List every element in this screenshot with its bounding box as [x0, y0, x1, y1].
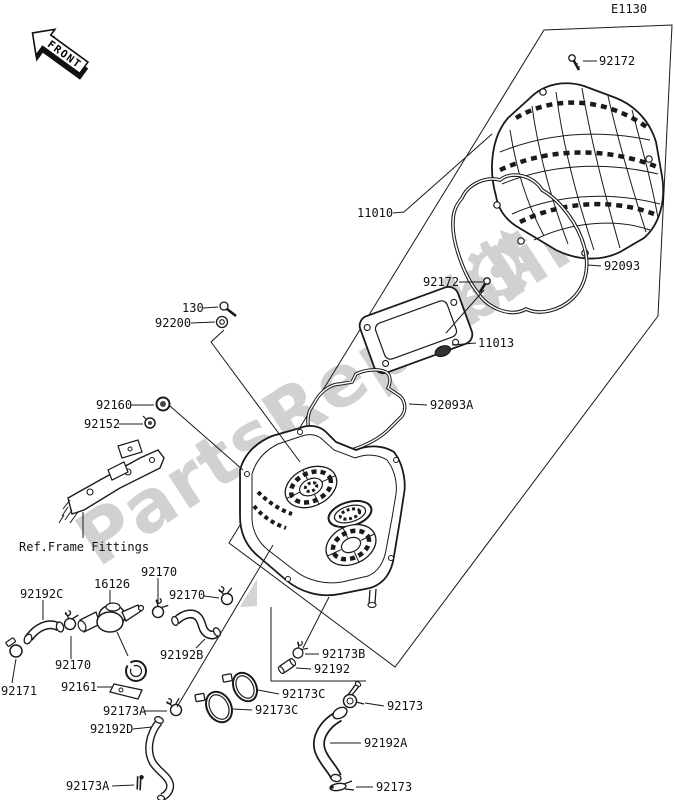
label-130: 130: [182, 301, 204, 315]
label-92200: 92200: [155, 316, 191, 330]
label-92173B: 92173B: [322, 647, 365, 661]
part-air-filter-element: [358, 285, 474, 375]
screw-cover-icon: [568, 54, 581, 71]
label-92170-top: 92170: [141, 565, 177, 579]
clamp-92170-right-icon: [217, 583, 236, 607]
watermark-fragment: [240, 579, 257, 607]
label-92170-left: 92170: [55, 658, 91, 672]
label-11010: 11010: [357, 206, 393, 220]
clamp-92173C-lower-icon: [194, 690, 233, 724]
label-92152: 92152: [84, 417, 120, 431]
clamp-92173B-icon: [290, 639, 311, 662]
clamp-92170-top-icon: [149, 596, 171, 621]
label-92173-bottom: 92173: [376, 780, 412, 794]
clip-icon: [142, 415, 156, 429]
clamp-92173-right-icon: [342, 680, 365, 709]
part-check-valve: [77, 602, 145, 633]
label-92192A: 92192A: [364, 736, 408, 750]
part-hose-92192D: [145, 716, 175, 800]
washer-icon: [215, 315, 229, 329]
label-92172-top: 92172: [599, 54, 635, 68]
part-air-cleaner-housing: [239, 425, 406, 609]
clamp-92173-bottom-icon: [329, 780, 355, 792]
front-arrow: FRONT: [31, 28, 90, 80]
label-16126: 16126: [94, 577, 130, 591]
label-92192: 92192: [314, 662, 350, 676]
part-hose-92192C: [23, 620, 65, 645]
label-92170-right: 92170: [169, 588, 205, 602]
label-92173C-upper: 92173C: [282, 687, 325, 701]
screw-element-icon: [478, 277, 491, 293]
part-pipe-92192: [277, 657, 297, 675]
label-92173C-lower: 92173C: [255, 703, 298, 717]
bolt-icon: [219, 301, 237, 318]
label-92173A-bottom: 92173A: [66, 779, 110, 793]
label-92160: 92160: [96, 398, 132, 412]
label-11013: 11013: [478, 336, 514, 350]
label-92192B: 92192B: [160, 648, 203, 662]
label-92192C: 92192C: [20, 587, 63, 601]
label-92093: 92093: [604, 259, 640, 273]
leader-lines: [11, 60, 602, 788]
part-hose-92192A: [313, 706, 348, 783]
part-holder-92161: [109, 660, 147, 700]
clamp-92170-left-icon: [62, 609, 80, 632]
label-ref-frame-fittings: Ref.Frame Fittings: [19, 540, 149, 554]
page-code: E1130: [611, 2, 647, 16]
wrench-icon: [500, 230, 528, 254]
clamp-92173A-bottom-icon: [136, 775, 144, 791]
label-92173A-mid: 92173A: [103, 704, 147, 718]
part-air-cleaner-cover: [491, 82, 665, 260]
clamp-92173C-upper-icon: [221, 671, 258, 703]
label-92093A: 92093A: [430, 398, 474, 412]
clamp-92171-icon: [5, 637, 23, 658]
part-frame-bracket: [58, 439, 165, 524]
grommet-icon: [155, 396, 171, 412]
label-92173-right: 92173: [387, 699, 423, 713]
label-92161: 92161: [61, 680, 97, 694]
part-labels: 92172 11010 92093 92172 11013 92093A 130…: [1, 54, 640, 794]
label-92172-mid: 92172: [423, 275, 459, 289]
part-gasket-cover: [451, 173, 589, 315]
part-hose-92192B: [171, 609, 222, 640]
label-92171: 92171: [1, 684, 37, 698]
label-92192D: 92192D: [90, 722, 133, 736]
